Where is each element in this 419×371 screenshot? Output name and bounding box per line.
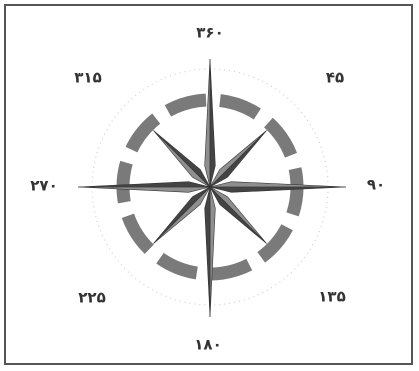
star-point-major-270-left xyxy=(78,187,210,192)
star-point-minor-225-right xyxy=(153,187,210,244)
bearing-label-270: ۲۷۰ xyxy=(30,179,57,194)
star-point-minor-135-right xyxy=(210,187,267,244)
bearing-label-135: ۱۳۵ xyxy=(318,290,345,305)
star-point-major-0-right xyxy=(210,59,215,187)
bearing-label-45: ۴۵ xyxy=(326,71,344,86)
bearing-label-180: ۱۸۰ xyxy=(194,338,221,353)
star-point-major-90-left xyxy=(210,182,346,187)
star-point-major-0-left xyxy=(205,59,210,187)
star-point-major-90-right xyxy=(210,187,346,192)
star-point-minor-45-right xyxy=(210,130,267,187)
bearing-label-315: ۳۱۵ xyxy=(74,71,101,86)
star-point-major-270-right xyxy=(78,182,210,187)
bearing-label-225: ۲۲۵ xyxy=(78,291,105,306)
star-point-minor-315-right xyxy=(153,130,210,187)
star-point-major-180-right xyxy=(205,187,210,317)
bearing-label-360: ۳۶۰ xyxy=(196,26,223,41)
bearing-label-90: ۹۰ xyxy=(367,178,385,193)
star-group xyxy=(78,59,346,317)
star-point-major-180-left xyxy=(210,187,215,317)
